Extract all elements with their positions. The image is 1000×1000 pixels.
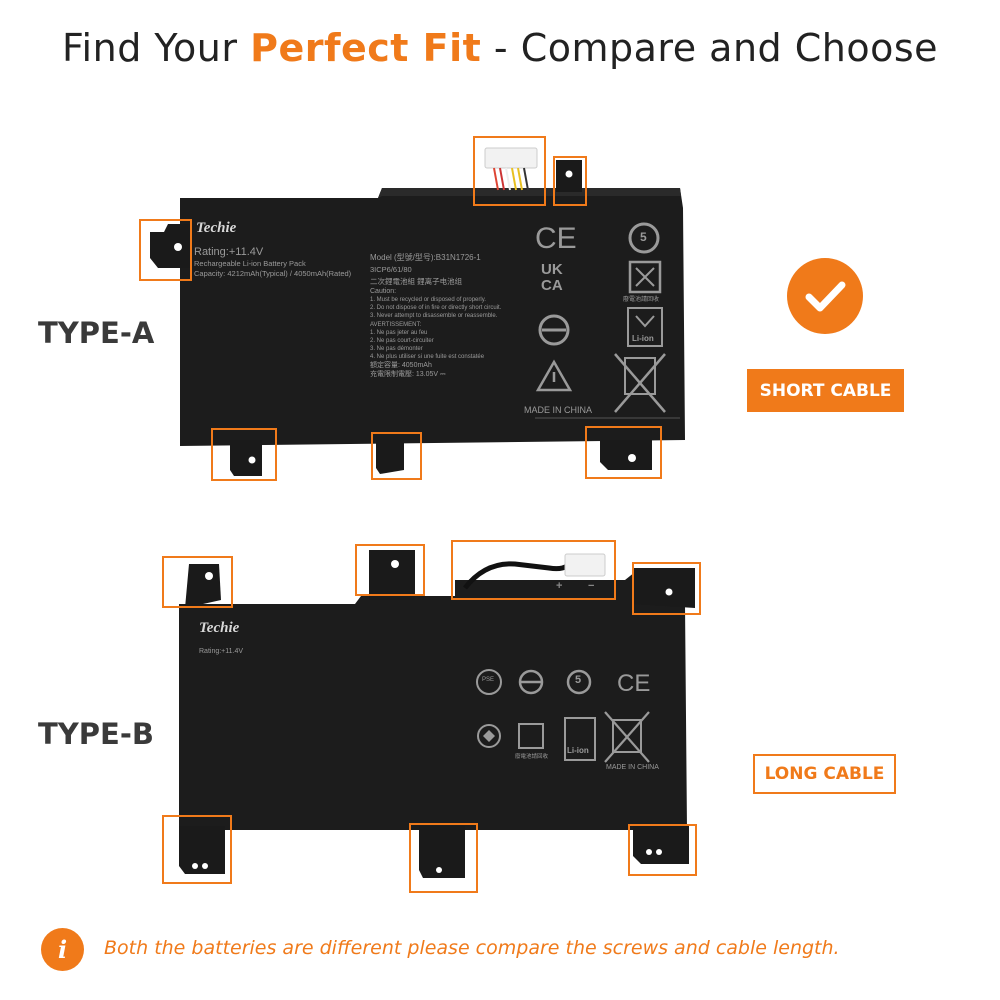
avert-line-3: 3. Ne pas démonter [370,346,423,352]
long-cable-tag: LONG CABLE [753,754,896,794]
model-text: Model (型號/型号):B31N1726-1 [370,253,481,262]
title-prefix: Find Your [61,26,251,70]
recycle-number-b: 5 [575,674,582,686]
made-in-china-text-b: MADE IN CHINA [606,764,659,771]
cell-text: 3ICP6/61/80 [370,265,412,274]
highlight-screw-bottom-mid-a [371,432,422,480]
battery-type-a: CE Techie Rating:+11.4V Rechargeable Li-… [150,140,690,490]
brand-logo: Techie [196,220,237,236]
highlight-screw-bottom-right-a [585,426,662,479]
rating-text: Rating:+11.4V [194,246,264,258]
caution-line-2: 2. Do not dispose of in fire or directly… [370,305,502,311]
cell-cn-text: 二次鋰電池組 鋰离子电池组 [370,277,463,286]
highlight-screw-bottom-right-b [628,824,697,876]
ukca-mark-top: UK [541,261,563,278]
charge-limit-text: 充電限制電壓: 13.05V ⎓ [370,371,446,378]
title-suffix: - Compare and Choose [481,26,939,70]
capacity-text: Capacity: 4212mAh(Typical) / 4050mAh(Rat… [194,269,352,278]
recycle-cn-text: 廢電池請回收 [623,297,660,303]
highlight-cable-b [451,540,616,600]
caution-line-3: 3. Never attempt to disassemble or reass… [370,313,498,319]
plus-terminal: + [556,580,563,592]
avert-line-4: 4. Ne plus utiliser si une fuite est con… [370,354,485,360]
ce-mark-b: CE [617,670,651,697]
rating-text-b: Rating:+11.4V [199,648,244,655]
battery-type-b: Techie Rating:+11.4V PSE 5 CE 廢電池請回收 Li-… [165,540,705,890]
weee-bin-icon [624,357,656,395]
rated-capacity-text: 額定容量: 4050mAh [370,362,432,369]
ce-mark-icon: CE [535,222,577,255]
type-b-label: TYPE-B [38,717,154,751]
brand-logo-b: Techie [199,620,240,636]
liion-mark-b: Li-ion [567,746,589,755]
highlight-screw-top-right-a [553,156,587,206]
footer-note: Both the batteries are different please … [104,937,840,959]
highlight-screw-left-a [139,219,192,281]
short-cable-tag: SHORT CABLE [747,369,904,412]
highlight-screw-top-right-b [632,562,701,615]
liion-mark: Li-ion [632,334,654,343]
checkmark-icon [787,258,863,334]
caution-line-1: 1. Must be recycled or disposed of prope… [370,297,486,303]
recycle-number: 5 [640,230,647,244]
battery-a-body: CE [150,147,685,476]
highlight-screw-top-left-b [162,556,233,608]
minus-terminal: − [588,580,595,592]
highlight-screw-bottom-mid-b [409,823,478,893]
caution-heading: Caution: [370,288,397,295]
title-accent: Perfect Fit [250,26,482,70]
made-in-china-text: MADE IN CHINA [524,405,593,415]
battery-b-body [179,550,695,878]
info-icon: i [41,928,84,971]
avert-line-2: 2. Ne pas court-circuiter [370,338,434,344]
highlight-cable-a [473,136,546,206]
warning-icon [535,359,573,392]
highlight-screw-bottom-left-b [162,815,232,884]
recycle-cn-text-b: 廢電池請回收 [515,754,549,760]
highlight-screw-bottom-left-a [211,428,277,481]
page-title: Find Your Perfect Fit - Compare and Choo… [0,26,1000,70]
ukca-mark-bottom: CA [541,277,563,294]
pack-text: Rechargeable Li-ion Battery Pack [194,259,306,268]
type-a-label: TYPE-A [38,316,155,350]
highlight-screw-top-mid-b [355,544,425,596]
recycle-icon [628,222,660,254]
pse-mark: PSE [482,677,495,683]
avert-heading: AVERTISSEMENT: [370,322,422,328]
avert-line-1: 1. Ne pas jeter au feu [370,330,428,336]
